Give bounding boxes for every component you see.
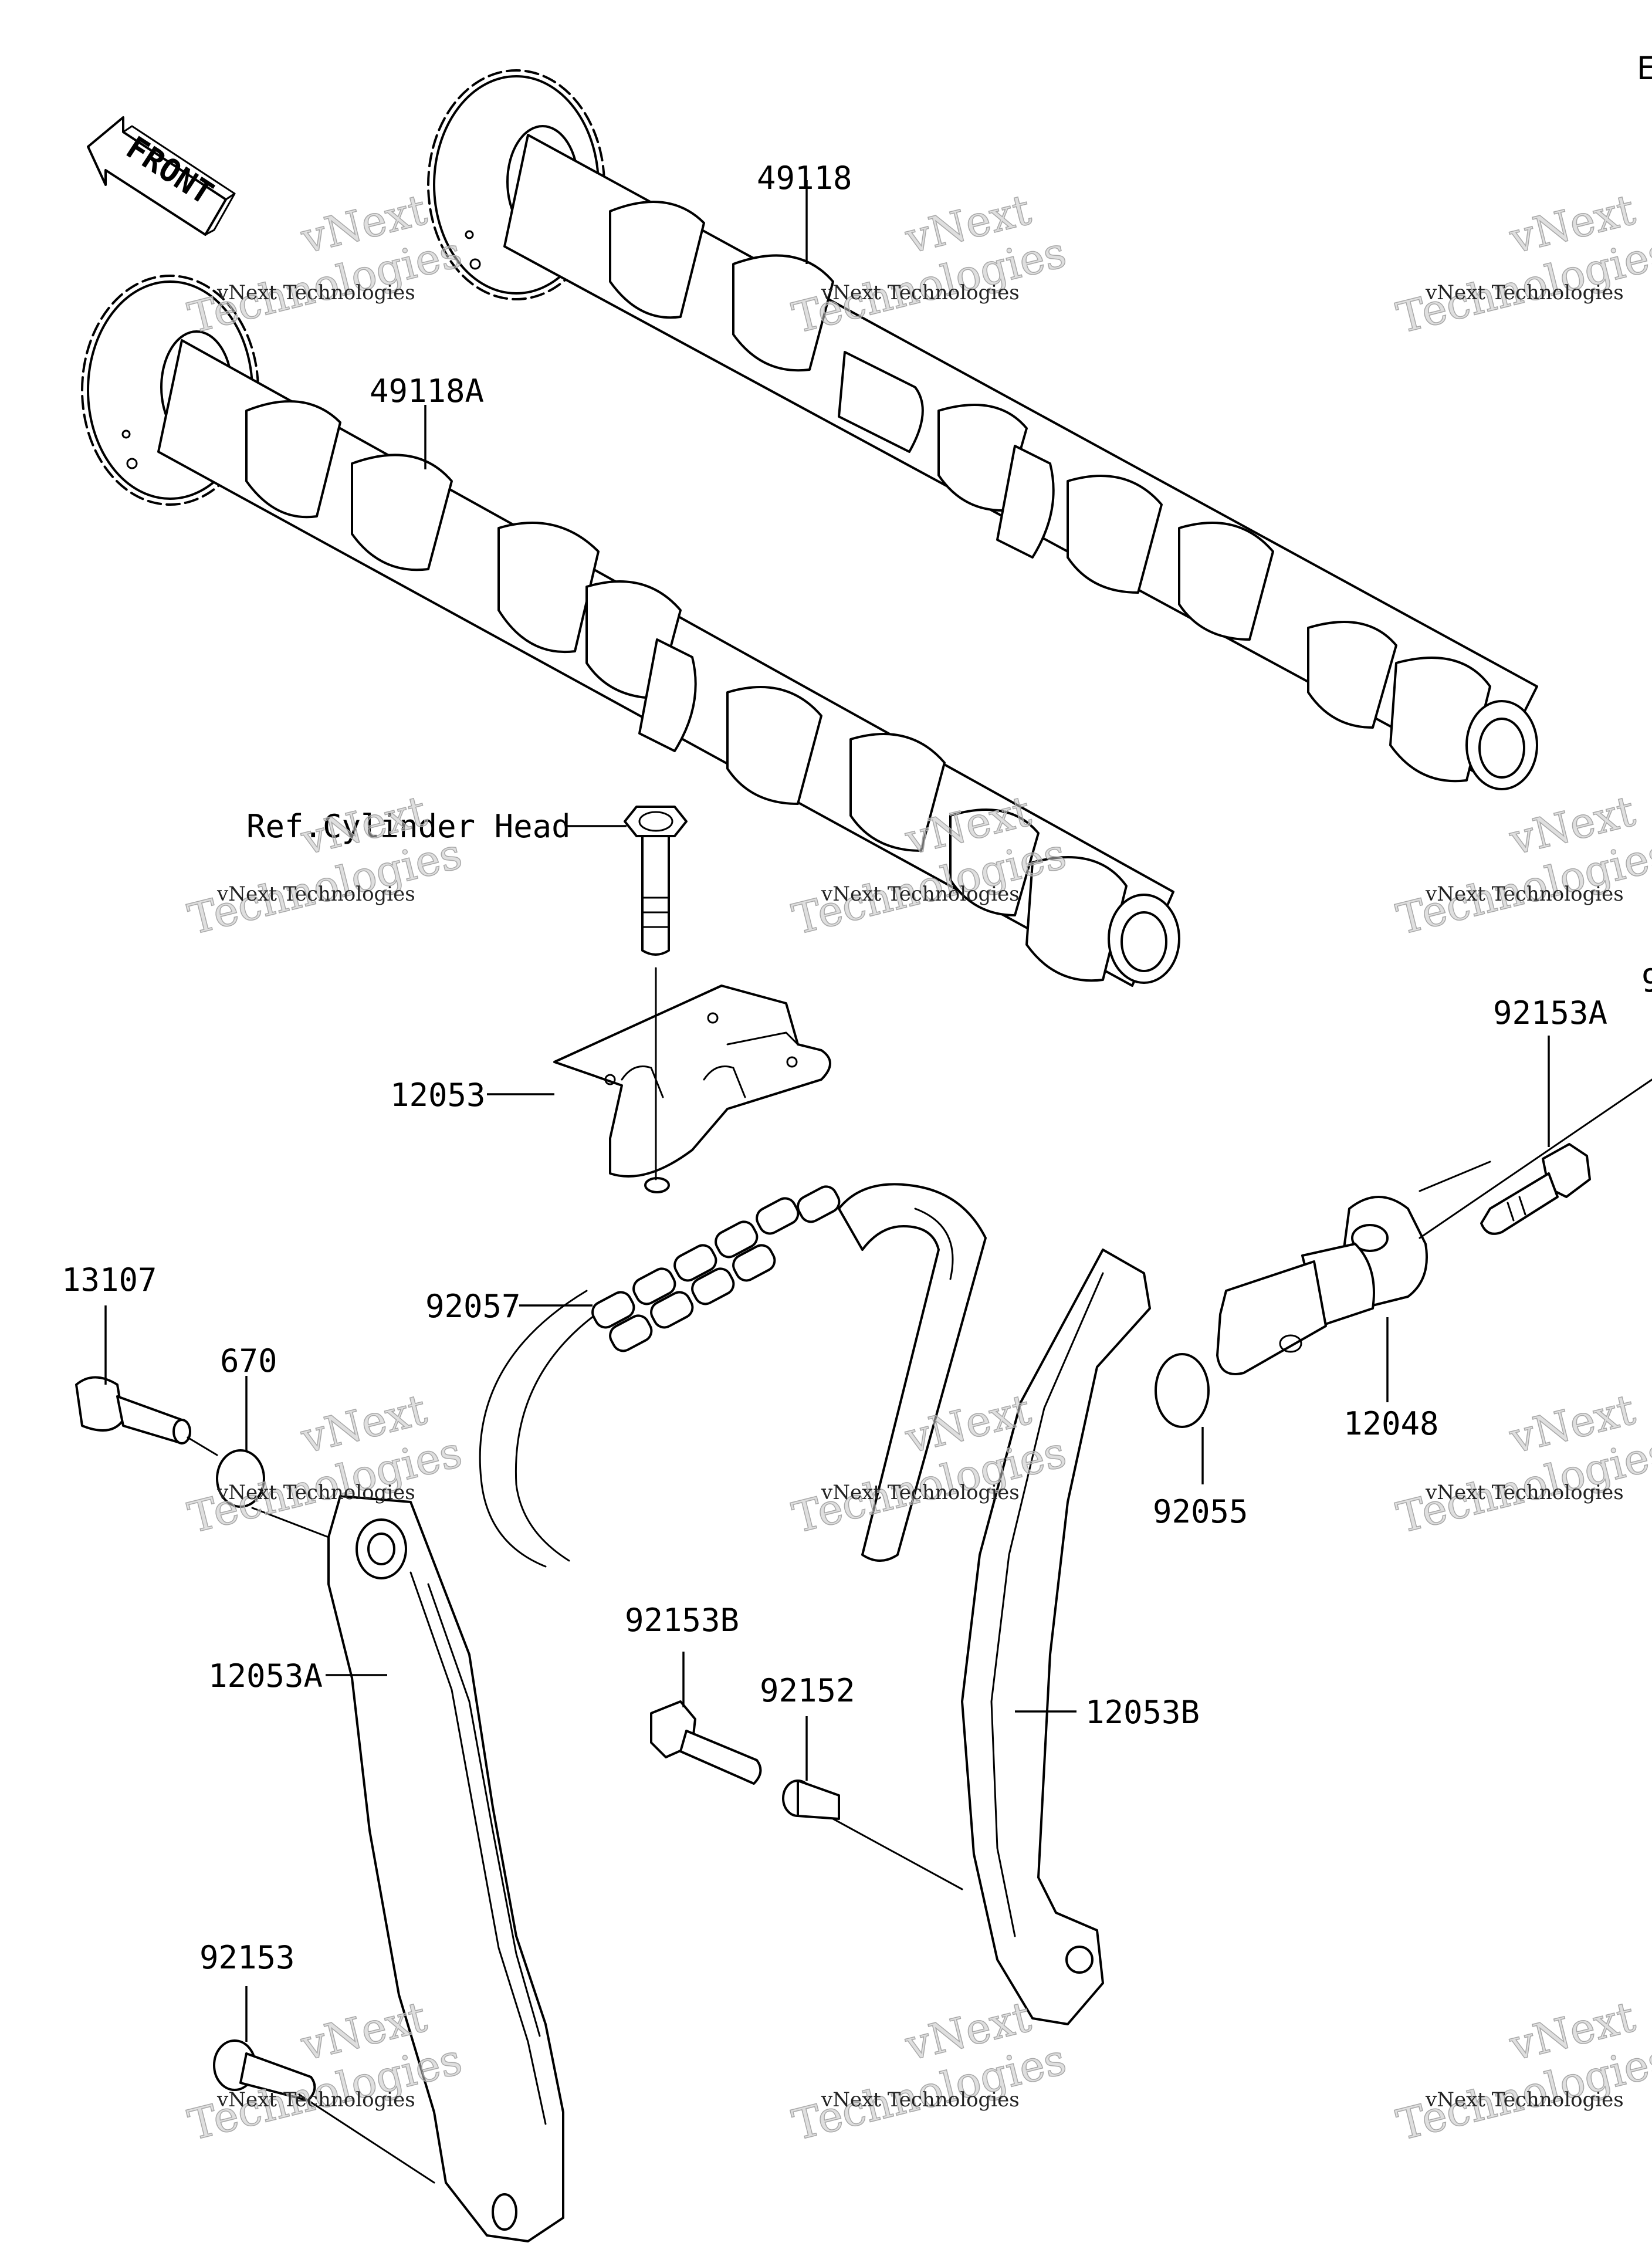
chain-links-icon: [591, 1185, 841, 1352]
callout-49118[interactable]: 49118: [757, 160, 852, 197]
tensioner-12048[interactable]: [1216, 1196, 1428, 1375]
svg-text:vNext Technologies: vNext Technologies: [1425, 281, 1624, 305]
svg-text:vNext Technologies: vNext Technologies: [821, 882, 1020, 906]
camshaft-49118[interactable]: [427, 69, 1538, 790]
guide-bolt-b-icon: [650, 1700, 762, 1785]
callout-12053[interactable]: 12053: [390, 1077, 486, 1114]
callout-92153[interactable]: 92153: [199, 1939, 295, 1976]
o-ring-92055-icon: [1155, 1353, 1210, 1428]
callout-12048[interactable]: 12048: [1343, 1405, 1439, 1442]
front-arrow-icon: FRONT: [87, 116, 236, 236]
svg-text:vNext Technologies: vNext Technologies: [821, 281, 1020, 305]
callout-92055[interactable]: 92055: [1153, 1493, 1248, 1530]
svg-text:vNext Technologies: vNext Technologies: [216, 2088, 415, 2112]
guide-bolt-icon: [213, 2039, 316, 2102]
callout-12053B[interactable]: 12053B: [1085, 1694, 1200, 1731]
svg-text:vNext Technologies: vNext Technologies: [1425, 882, 1624, 906]
callout-92153B[interactable]: 92153B: [625, 1602, 739, 1639]
callout-92153A[interactable]: 92153A: [1493, 994, 1607, 1031]
svg-text:vNext Technologies: vNext Technologies: [216, 281, 415, 305]
collar-icon: [782, 1780, 840, 1820]
callout-12053A[interactable]: 12053A: [208, 1657, 323, 1694]
callout-49118A[interactable]: 49118A: [370, 373, 484, 410]
svg-text:vNext Technologies: vNext Technologies: [821, 2088, 1020, 2112]
cylinder-head-bolt-icon: [624, 806, 688, 956]
svg-text:vNext Technologies: vNext Technologies: [821, 1481, 1020, 1504]
svg-text:vNext Technologies: vNext Technologies: [216, 1481, 415, 1504]
callouts: 49118 49118A Ref.Cylinder Head 12053 921…: [62, 50, 1652, 1976]
o-ring-670-icon: [216, 1449, 265, 1508]
svg-text:vNext Technologies: vNext Technologies: [1425, 1481, 1624, 1504]
camshaft-49118A[interactable]: [81, 275, 1180, 987]
cam-chain-92057[interactable]: [479, 1183, 987, 1568]
callout-13107[interactable]: 13107: [62, 1261, 157, 1298]
leader-lines: [104, 180, 1652, 2184]
svg-text:vNext Technologies: vNext Technologies: [1425, 2088, 1624, 2112]
pivot-bolt-icon: [75, 1376, 191, 1445]
chain-guide-12053B[interactable]: [961, 1249, 1151, 2025]
callout-ref-cylinder-head[interactable]: Ref.Cylinder Head: [246, 808, 571, 845]
edge-fragment-9: 9: [1641, 962, 1652, 999]
upper-chain-guide-12053[interactable]: [553, 985, 831, 1193]
callout-92057[interactable]: 92057: [425, 1288, 521, 1325]
tensioner-bolt-icon: [1480, 1143, 1591, 1235]
edge-fragment-e: E: [1637, 50, 1652, 87]
tensioner-guide-12053A[interactable]: [327, 1495, 564, 2242]
callout-92152[interactable]: 92152: [760, 1672, 855, 1709]
svg-text:vNext Technologies: vNext Technologies: [216, 882, 415, 906]
callout-670[interactable]: 670: [220, 1342, 277, 1379]
